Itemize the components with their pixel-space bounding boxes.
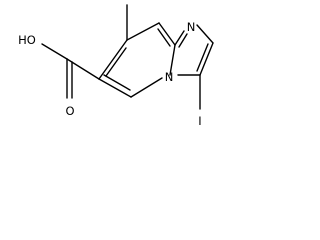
ring5-bond-n1-c2 xyxy=(196,24,214,44)
ring6-bond-c8-c8a xyxy=(158,22,176,46)
ring5-double-bond-c2-c3-inner xyxy=(196,43,209,72)
ring6-bond-c8a-n4 xyxy=(169,44,176,76)
ring5-bond-c2-c3 xyxy=(199,42,214,76)
ring6-bond-c5-c6 xyxy=(98,78,132,98)
ring-nitrogen-top-label: N xyxy=(187,20,196,34)
ring6-double-bond-c8-c8a-inner xyxy=(157,28,171,47)
bonds xyxy=(41,4,214,110)
ring6-bond-c6-c7 xyxy=(98,39,128,80)
ring6-double-bond-c6-c7-inner xyxy=(105,47,127,77)
carbonyl-oxygen-label: O xyxy=(65,104,74,118)
ring6-bond-n4-c5 xyxy=(130,77,163,98)
ring5-double-bond-c8a-n1-outer xyxy=(178,33,188,48)
iodine-label: I xyxy=(198,114,201,128)
ring-nitrogen-bridge-label: N xyxy=(165,70,174,84)
ring6-double-bond-c5-c6-inner xyxy=(103,74,131,91)
hydroxyl-label: HO xyxy=(18,33,36,47)
ring6-bond-c7-c8 xyxy=(126,22,160,41)
atom-labels: HO O N N I xyxy=(18,20,202,128)
ring5-bond-c8a-n1 xyxy=(174,30,185,46)
hydroxyl-bond xyxy=(41,43,68,60)
chemical-structure-diagram: HO O N N I xyxy=(18,4,214,128)
